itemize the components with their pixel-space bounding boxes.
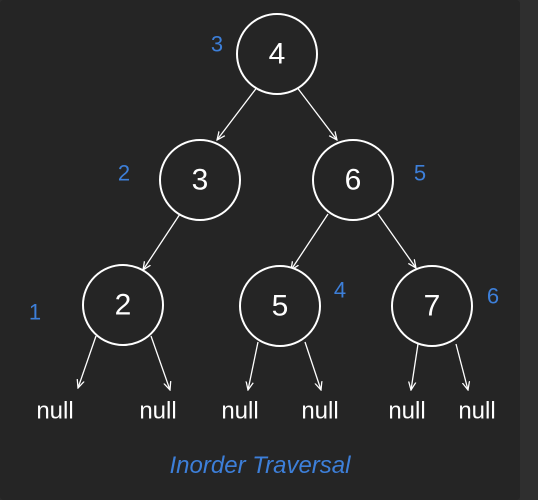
order-label: 6 xyxy=(487,284,499,309)
edge-2-null-right xyxy=(150,335,170,390)
node-label: 7 xyxy=(424,290,441,323)
null-leaf: null xyxy=(388,398,425,425)
node-label: 3 xyxy=(192,164,209,197)
node-label: 4 xyxy=(269,38,286,71)
order-label: 3 xyxy=(211,32,223,57)
node-label: 5 xyxy=(272,290,289,323)
edge-2-null-left xyxy=(78,335,97,388)
tree-node-2: 2 xyxy=(82,264,164,346)
order-label: 1 xyxy=(29,300,41,325)
tree-node-6: 6 xyxy=(312,139,394,221)
order-label: 5 xyxy=(414,161,426,186)
null-leaf: null xyxy=(221,398,258,425)
null-leaf: null xyxy=(139,398,176,425)
tree-node-4: 4 xyxy=(236,13,318,95)
null-leaf: null xyxy=(458,398,495,425)
edge-5-null-right xyxy=(304,341,321,390)
edge-3-2 xyxy=(143,213,181,270)
order-label: 4 xyxy=(334,278,346,303)
node-label: 6 xyxy=(345,164,362,197)
edge-4-3 xyxy=(217,85,259,140)
edge-6-5 xyxy=(291,213,329,270)
edge-4-6 xyxy=(295,85,337,140)
edge-5-null-left xyxy=(248,341,259,390)
edge-7-null-right xyxy=(455,343,468,390)
order-label: 2 xyxy=(118,161,130,186)
edge-6-7 xyxy=(377,213,416,268)
null-leaf: null xyxy=(301,398,338,425)
tree-node-5: 5 xyxy=(239,265,321,347)
node-label: 2 xyxy=(115,289,132,322)
page-margin xyxy=(520,0,538,500)
diagram-caption: Inorder Traversal xyxy=(169,452,351,479)
tree-node-3: 3 xyxy=(159,139,241,221)
null-leaf: null xyxy=(36,398,73,425)
tree-node-7: 7 xyxy=(391,265,473,347)
edge-7-null-left xyxy=(411,343,419,390)
